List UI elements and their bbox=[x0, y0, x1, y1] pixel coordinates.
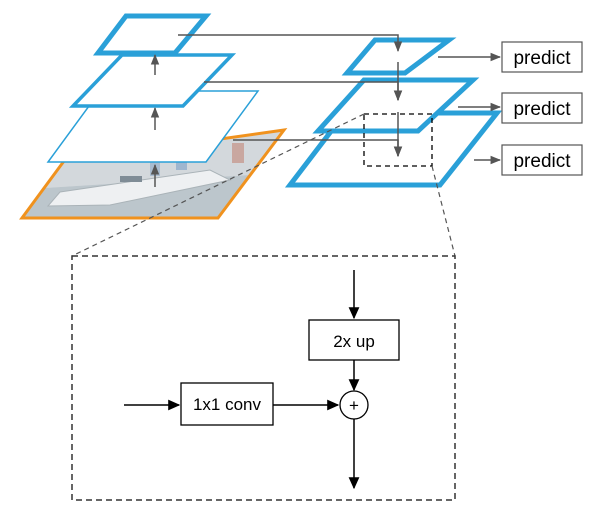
lateral-connection bbox=[178, 34, 403, 53]
bottom-up-layer-2 bbox=[46, 90, 260, 163]
lateral-conv-box: 1x1 conv bbox=[180, 382, 274, 426]
upsample-label: 2x up bbox=[333, 332, 375, 351]
bottom-up-layer-3 bbox=[68, 53, 237, 108]
predict-label: predict bbox=[513, 151, 571, 172]
upsample-box: 2x up bbox=[308, 319, 400, 361]
predict-box: predict bbox=[501, 41, 583, 73]
predict-box: predict bbox=[501, 144, 583, 176]
highlight-box bbox=[363, 113, 433, 167]
predict-label: predict bbox=[513, 99, 571, 120]
detail-box bbox=[71, 255, 456, 501]
zoom-connector-right bbox=[431, 165, 456, 257]
bottom-up-layer-4 bbox=[92, 13, 212, 56]
top-down-layer-2 bbox=[312, 77, 480, 134]
zoom-connector-left bbox=[71, 113, 365, 257]
lateral-conv-label: 1x1 conv bbox=[193, 395, 262, 414]
predict-box: predict bbox=[501, 92, 583, 124]
top-down-layer-1 bbox=[341, 37, 457, 76]
add-symbol: + bbox=[349, 396, 359, 415]
predict-label: predict bbox=[513, 48, 571, 69]
add-node: + bbox=[339, 390, 369, 420]
